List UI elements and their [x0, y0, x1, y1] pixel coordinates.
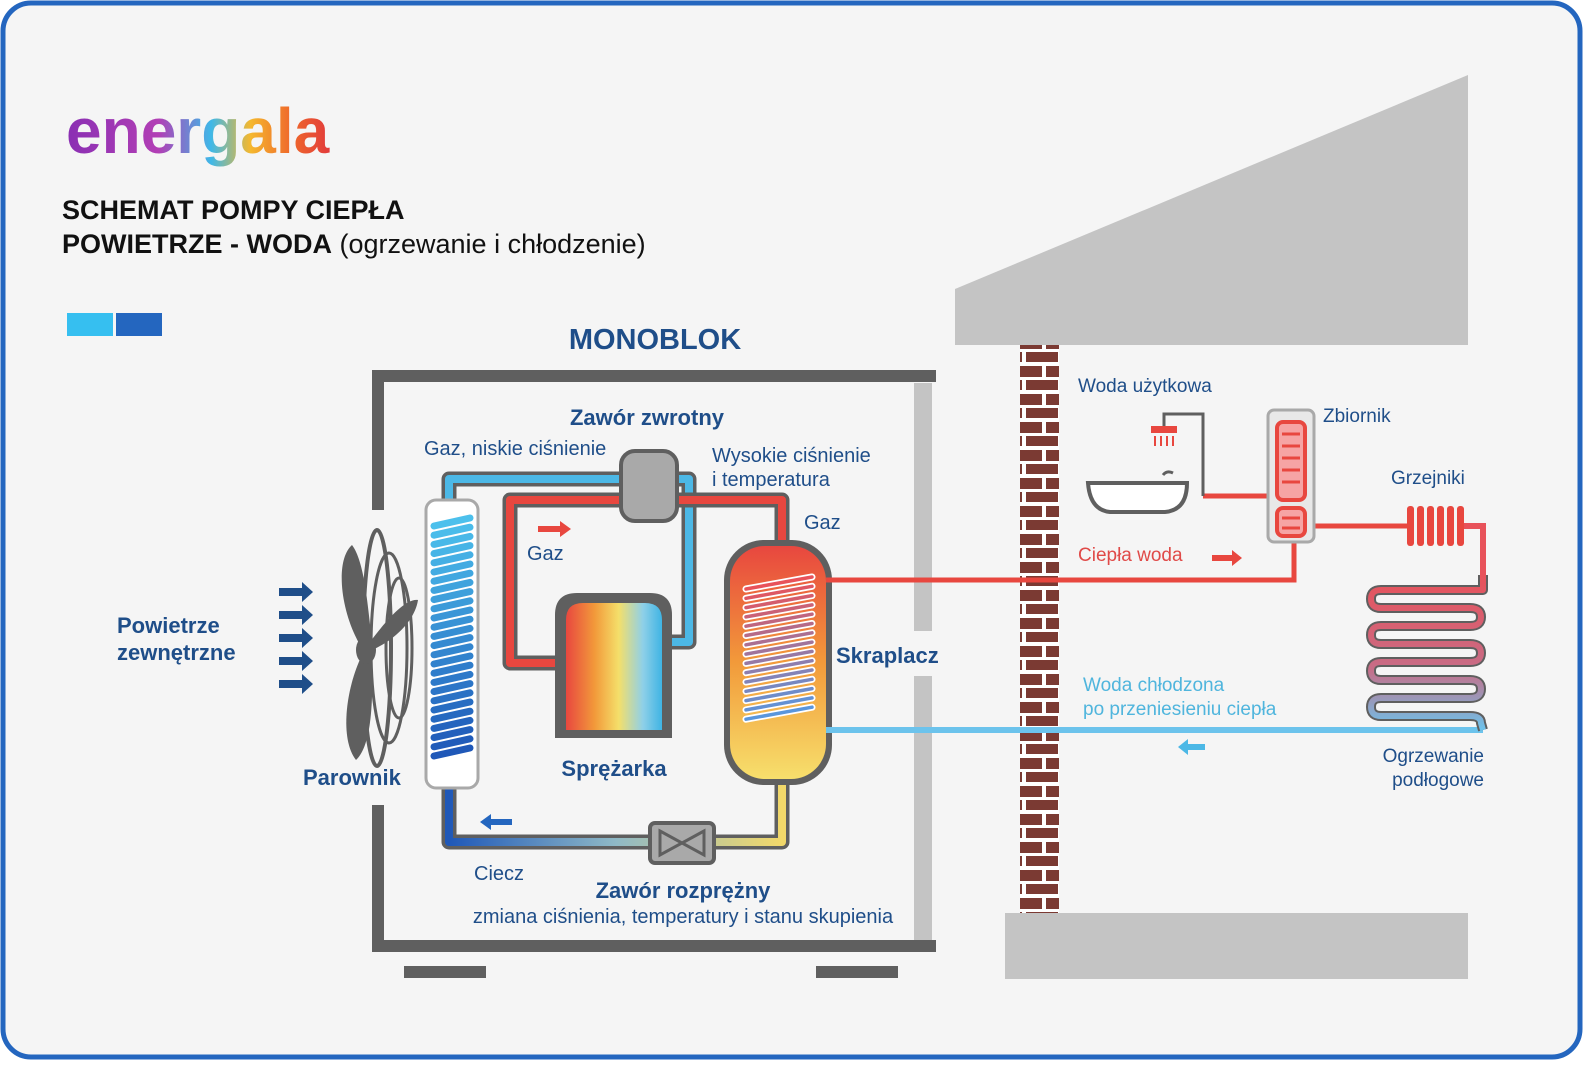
label-low-pressure-gas: Gaz, niskie ciśnienie [424, 438, 606, 460]
arrow-warm-water-right [1212, 550, 1242, 566]
house-floor [1005, 913, 1468, 979]
evaporator-coil-turn [430, 588, 474, 604]
label-liquid: Ciecz [474, 863, 524, 885]
evaporator-coil-turn [430, 560, 474, 576]
label-floor-heating-2: podłogowe [1392, 770, 1484, 791]
expansion-valve [648, 821, 716, 865]
label-cooled-water-1: Woda chłodzona [1083, 675, 1225, 696]
label-high-pressure-2: i temperatura [712, 469, 831, 491]
arrow-cool-water-left [1178, 739, 1205, 755]
label-radiators: Grzejniki [1391, 468, 1465, 489]
condenser-coil-turn [744, 668, 814, 684]
label-check-valve: Zawór zwrotny [570, 405, 725, 430]
logo: energala [66, 95, 330, 167]
condenser-coil-turn [744, 584, 814, 601]
evaporator-coil-turn [430, 532, 474, 548]
evaporator-coil-turn [430, 680, 474, 696]
brick-wall [1020, 345, 1059, 913]
fan-icon [341, 528, 418, 768]
label-gas-right: Gaz [804, 512, 841, 534]
condenser-coil-turn [744, 575, 814, 591]
evaporator-coil-turn [430, 569, 474, 585]
evaporator-coil-turn [430, 542, 474, 558]
label-warm-water: Ciepła woda [1078, 545, 1183, 566]
evaporator-coil-turn [430, 735, 474, 751]
swatch-dark-blue [116, 313, 162, 336]
label-condenser: Skraplacz [836, 643, 939, 668]
condenser-coil [742, 573, 816, 723]
condenser-coil-turn [744, 603, 814, 619]
condenser-coil-turn [744, 649, 814, 666]
label-tank: Zbiornik [1323, 406, 1391, 427]
label-expansion-valve: Zawór rozprężny [596, 878, 772, 903]
evaporator-coil-turn [430, 707, 474, 723]
label-change-description: zmiana ciśnienia, temperatury i stanu sk… [473, 906, 894, 928]
evaporator-coil-turn [430, 578, 474, 594]
evaporator-coil-turn [430, 744, 474, 760]
evaporator-coil-turn [430, 551, 474, 567]
label-high-pressure-1: Wysokie ciśnienie [712, 445, 871, 467]
compressor-gradient [566, 603, 662, 730]
condenser-coil-turn [744, 612, 814, 628]
label-domestic-water: Woda użytkowa [1078, 376, 1212, 397]
condenser-coil-turn [744, 696, 814, 712]
evaporator-coil-turn [430, 670, 474, 686]
air-inflow-arrows [279, 582, 313, 694]
label-evaporator: Parownik [303, 765, 402, 790]
evaporator-coil-turn [430, 661, 474, 677]
shower-icon [1151, 412, 1205, 496]
bathtub-icon [1085, 470, 1190, 514]
title-line-2-bold: POWIETRZE - WODA [62, 229, 332, 259]
label-outside-air-2: zewnętrzne [117, 640, 236, 665]
evaporator-coil-turn [430, 643, 474, 659]
condenser-coil-turn [744, 705, 814, 721]
monoblock-housing [372, 370, 936, 978]
condenser-coil-turn [744, 640, 814, 656]
swatch-light-blue [67, 313, 113, 336]
label-floor-heating-1: Ogrzewanie [1383, 746, 1484, 767]
evaporator-coil-turn [430, 606, 474, 622]
pipe-high-pressure-gas [506, 496, 786, 667]
check-valve [619, 449, 679, 523]
label-cooled-water-2: po przeniesieniu ciepła [1083, 699, 1277, 720]
title-line-1: SCHEMAT POMPY CIEPŁA [62, 195, 405, 225]
pipe-to-floor [1462, 523, 1486, 575]
evaporator-coil-turn [430, 634, 474, 650]
condenser-coil-turn [744, 621, 814, 638]
label-gas-inner: Gaz [527, 543, 564, 565]
monoblok-label: MONOBLOK [569, 324, 741, 356]
house-roof [955, 75, 1468, 345]
condenser-coil-turn [744, 686, 814, 703]
condenser-coil-turn [744, 593, 814, 610]
floor-heating-coil [1368, 575, 1486, 731]
pipe-low-pressure-gas [445, 475, 693, 646]
pipe-liquid [445, 775, 786, 846]
title-line-2-rest: (ogrzewanie i chłodzenie) [332, 229, 646, 259]
radiator-icon [1407, 506, 1464, 546]
evaporator-coil-turn [430, 726, 474, 742]
condenser-coil-turn [744, 677, 814, 694]
evaporator-coil-turn [430, 689, 474, 705]
arrow-gas-right [538, 521, 571, 537]
tank [1266, 408, 1316, 544]
evaporator-coil-turn [430, 698, 474, 714]
evaporator-coil-turn [430, 514, 474, 530]
evaporator-coil-turn [430, 652, 474, 668]
label-outside-air-1: Powietrze [117, 613, 220, 638]
evaporator-coil-turn [430, 624, 474, 640]
arrow-liquid-left [480, 814, 512, 830]
title-line-2: POWIETRZE - WODA (ogrzewanie i chłodzeni… [62, 229, 646, 259]
evaporator-coil [430, 514, 474, 760]
evaporator-coil-turn [430, 597, 474, 613]
evaporator-coil-turn [430, 523, 474, 539]
condenser-coil-turn [744, 658, 814, 675]
pipe-warm-water [826, 530, 1297, 583]
evaporator-coil-turn [430, 615, 474, 631]
evaporator-coil-turn [430, 716, 474, 732]
label-compressor: Sprężarka [561, 756, 667, 781]
condenser-coil-turn [744, 631, 814, 647]
